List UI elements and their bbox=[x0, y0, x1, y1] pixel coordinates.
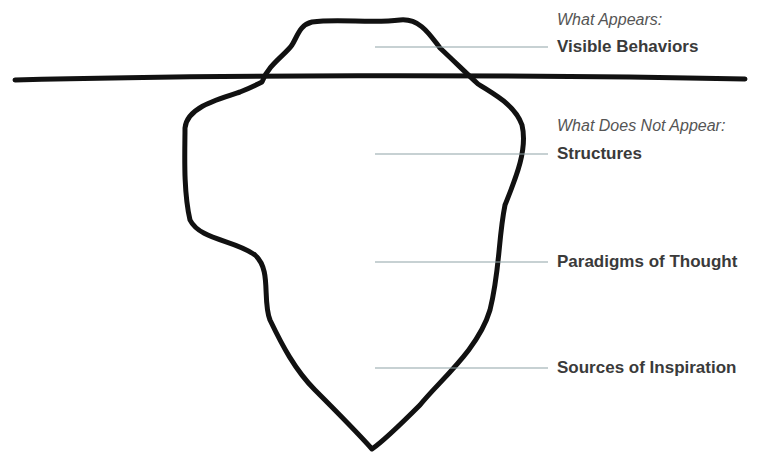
section-heading: What Does Not Appear: bbox=[557, 116, 725, 135]
layer-label: Visible Behaviors bbox=[557, 37, 698, 57]
layer-label: Paradigms of Thought bbox=[557, 252, 737, 272]
iceberg-outline bbox=[185, 20, 524, 449]
layer-label: Structures bbox=[557, 144, 642, 164]
leader-lines bbox=[375, 47, 548, 368]
leader-line bbox=[375, 261, 548, 262]
water-line bbox=[15, 76, 745, 80]
layer-label: Sources of Inspiration bbox=[557, 358, 736, 378]
leader-line bbox=[375, 367, 548, 368]
leader-line bbox=[375, 46, 548, 47]
section-heading: What Appears: bbox=[557, 10, 662, 29]
leader-line bbox=[375, 153, 548, 154]
